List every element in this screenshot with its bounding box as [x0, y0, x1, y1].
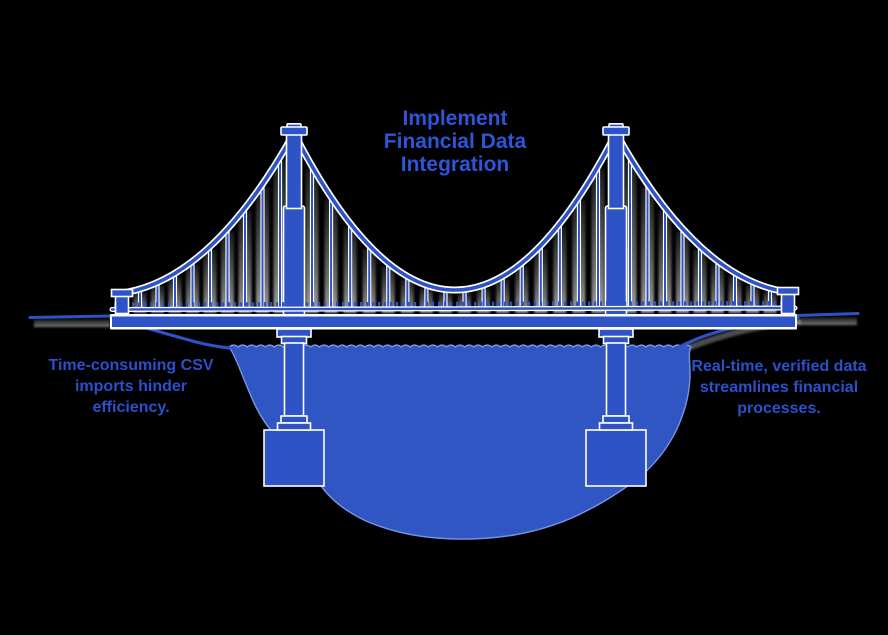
title-line-3: Integration [400, 153, 510, 176]
tower-upper-shaft [285, 132, 303, 210]
problem-line-2: imports hinder [74, 378, 187, 395]
tower-lower-shaft [282, 205, 306, 317]
solution-note: Real-time, verified data streamlines fin… [684, 356, 874, 419]
bridge-deck [28, 301, 860, 330]
anchor-pillar-cap [776, 286, 800, 296]
tower-cap [602, 126, 630, 136]
pier-base-step [280, 415, 308, 424]
anchor-pillar-cap [110, 288, 134, 298]
title-line-2: Financial Data [383, 130, 527, 153]
bridge-towers [280, 123, 630, 317]
pier-shaft [605, 342, 627, 417]
bridge-title: Implement Financial Data Integration [373, 107, 537, 176]
right-approach-road [794, 312, 860, 317]
tower-cap [280, 126, 308, 136]
problem-line-3: efficiency. [92, 399, 170, 416]
title-line-1: Implement [402, 107, 508, 130]
suspender-cables [137, 158, 773, 309]
pier-foundation [263, 429, 325, 487]
problem-line-1: Time-consuming CSV [48, 357, 214, 374]
anchor-pillar-body [780, 293, 796, 315]
anchor-pillars [110, 286, 800, 315]
bridge-piers [263, 328, 647, 487]
anchor-pillar-body [114, 295, 130, 315]
problem-note: Time-consuming CSV imports hinder effici… [38, 355, 224, 418]
left-approach-shadow [34, 319, 110, 327]
tower-lower-shaft [604, 205, 628, 317]
pier-base-step [602, 415, 630, 424]
deck-band [112, 316, 795, 327]
pier-foundation [585, 429, 647, 487]
water [228, 344, 693, 540]
railing-posts [113, 301, 794, 308]
right-approach-shadow [797, 317, 857, 325]
main-cable [120, 129, 790, 295]
left-approach-road [28, 314, 112, 319]
pier-base [598, 422, 634, 431]
pier-shaft [283, 342, 305, 417]
tower-upper-shaft [607, 132, 625, 210]
solution-line-3: processes. [737, 400, 821, 417]
pier-base [276, 422, 312, 431]
railing [110, 306, 797, 311]
solution-line-1: Real-time, verified data [691, 358, 867, 375]
solution-line-2: streamlines financial [699, 379, 859, 396]
